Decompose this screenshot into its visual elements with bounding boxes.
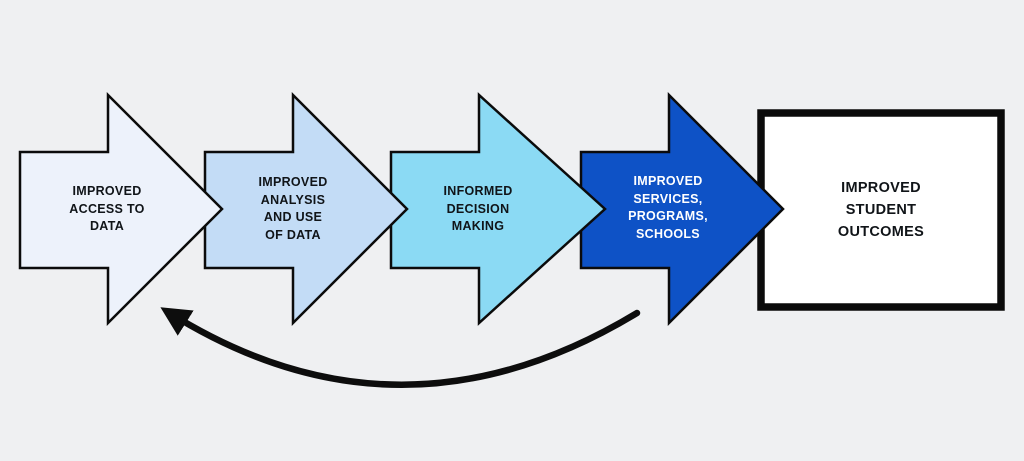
feedback-loop-arrow-icon [160, 307, 641, 388]
stage-arrow-improved-analysis-and-use-of-data [203, 91, 409, 327]
outcome-box [757, 109, 1005, 311]
stage-arrow-informed-decision-making [389, 92, 607, 326]
stage-arrow-improved-services-programs-schools [579, 91, 785, 327]
stage-arrow-improved-access-to-data [18, 91, 224, 327]
